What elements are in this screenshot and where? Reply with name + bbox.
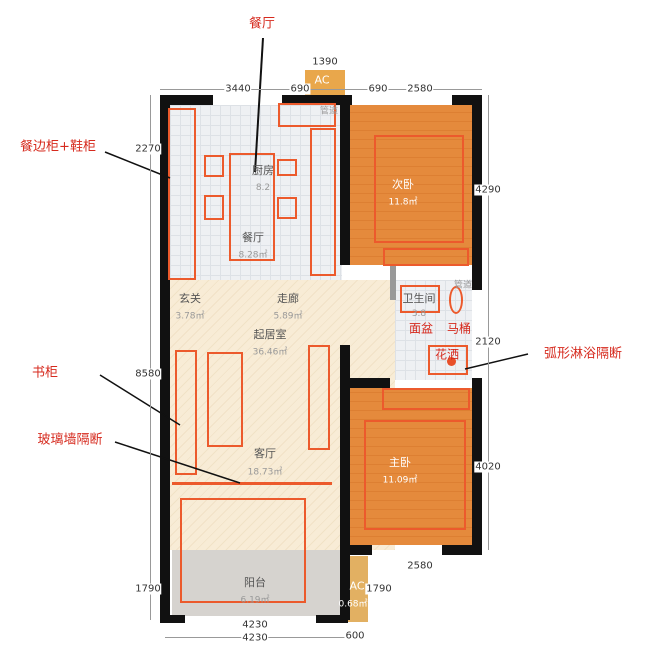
wall — [160, 95, 213, 105]
wardrobe — [382, 388, 470, 410]
wall — [160, 615, 185, 623]
dim-right-lower: 4020 — [474, 461, 502, 473]
washbasin — [400, 285, 440, 313]
room-pipe-top: 管道 — [319, 106, 339, 117]
shower — [428, 345, 468, 375]
room-ac-top: AC — [314, 73, 330, 87]
wall — [350, 545, 372, 555]
room-foyer-area: 3.78㎡ — [175, 311, 205, 322]
annotation-shower: 花洒 — [434, 347, 460, 362]
wall — [160, 95, 170, 622]
room-second-bedroom: 次卧 — [392, 178, 414, 191]
dim-top-ac: 1390 — [311, 56, 339, 68]
dim-top-mid-left: 690 — [289, 83, 311, 95]
ac-bottom — [348, 556, 368, 622]
bed — [364, 420, 466, 530]
kitchen-dining-floor — [170, 105, 342, 280]
room-balcony-area: 6.19㎡ — [240, 595, 270, 606]
room-master-bedroom: 主卧 — [389, 456, 411, 469]
dimension-line — [160, 89, 482, 90]
room-parlor: 客厅 — [254, 447, 276, 460]
glass-partition — [172, 482, 332, 485]
room-corridor: 走廊 — [277, 292, 299, 305]
room-dining: 餐厅 — [242, 231, 264, 244]
tv-cabinet — [308, 345, 330, 450]
wall — [390, 265, 396, 300]
dimension-line — [488, 95, 489, 550]
room-dining-area: 8.28㎡ — [238, 250, 268, 261]
ac-top — [305, 70, 345, 97]
wall — [340, 105, 350, 265]
dim-left-middle: 8580 — [134, 368, 162, 380]
annotation-shower-partition: 弧形淋浴隔断 — [543, 346, 623, 362]
dim-top-mid-right: 690 — [367, 83, 389, 95]
room-bathroom-area: 3.8 — [411, 309, 427, 319]
kitchen-counter — [310, 128, 336, 276]
annotation-dining: 餐厅 — [248, 16, 276, 32]
dim-top-right: 2580 — [406, 83, 434, 95]
dim-right-upper: 4290 — [474, 184, 502, 196]
shower-head — [447, 357, 456, 366]
dim-left-lower: 1790 — [134, 583, 162, 595]
wall — [282, 95, 352, 105]
balcony-floor — [172, 550, 342, 616]
room-parlor-area: 18.73㎡ — [247, 467, 283, 478]
room-master-bedroom-area: 11.09㎡ — [382, 475, 418, 486]
annotation-bookcase: 书柜 — [31, 365, 59, 381]
annotation-washbasin: 面盆 — [408, 321, 434, 336]
bookcase — [175, 350, 197, 475]
annotation-glass-partition: 玻璃墙隔断 — [37, 432, 103, 448]
toilet — [449, 286, 463, 314]
dim-bottom-small: 600 — [344, 630, 366, 642]
dining-table — [229, 153, 275, 261]
room-living-area: 36.46㎡ — [252, 347, 288, 358]
wall — [350, 378, 390, 388]
wall — [340, 345, 350, 620]
room-ac-bottom-area: 0.68㎡ — [338, 599, 368, 610]
room-corridor-area: 5.89㎡ — [273, 311, 303, 322]
annotation-sideboard: 餐边柜+鞋柜 — [20, 139, 96, 155]
dim-bottom-ac: 1790 — [365, 583, 393, 595]
bathroom-floor — [395, 280, 472, 380]
room-kitchen-area: 8.2 — [255, 183, 271, 193]
dim-bottom-right: 2580 — [406, 560, 434, 572]
chair — [277, 159, 297, 176]
dim-right-middle: 2120 — [474, 336, 502, 348]
room-pipe-right: 管道 — [453, 280, 473, 291]
room-kitchen: 厨房 — [252, 164, 274, 177]
dim-left-upper: 2270 — [134, 143, 162, 155]
chair — [277, 197, 297, 219]
room-balcony: 阳台 — [244, 576, 266, 589]
master-bedroom-floor — [350, 388, 472, 545]
wall — [442, 545, 482, 555]
dim-top-left: 3440 — [224, 83, 252, 95]
wardrobe — [383, 248, 469, 266]
dimension-line — [150, 95, 151, 620]
kitchen-counter-top — [278, 103, 336, 127]
chair — [204, 155, 224, 177]
wall — [452, 95, 482, 105]
sideboard-cabinet — [168, 108, 196, 280]
sofa — [207, 352, 243, 447]
room-living: 起居室 — [253, 328, 287, 341]
wall — [316, 615, 348, 623]
balcony-table — [180, 498, 306, 603]
dim-bottom-outer: 4230 — [241, 632, 269, 644]
annotation-toilet: 马桶 — [446, 321, 472, 336]
dim-bottom-inner: 4230 — [241, 619, 269, 631]
room-second-bedroom-area: 11.8㎡ — [388, 197, 418, 208]
room-foyer: 玄关 — [179, 292, 201, 305]
chair — [204, 195, 224, 220]
room-bathroom: 卫生间 — [402, 292, 436, 305]
room-ac-bottom: AC — [349, 579, 365, 593]
second-bedroom-floor — [350, 105, 472, 265]
bed — [374, 135, 464, 243]
